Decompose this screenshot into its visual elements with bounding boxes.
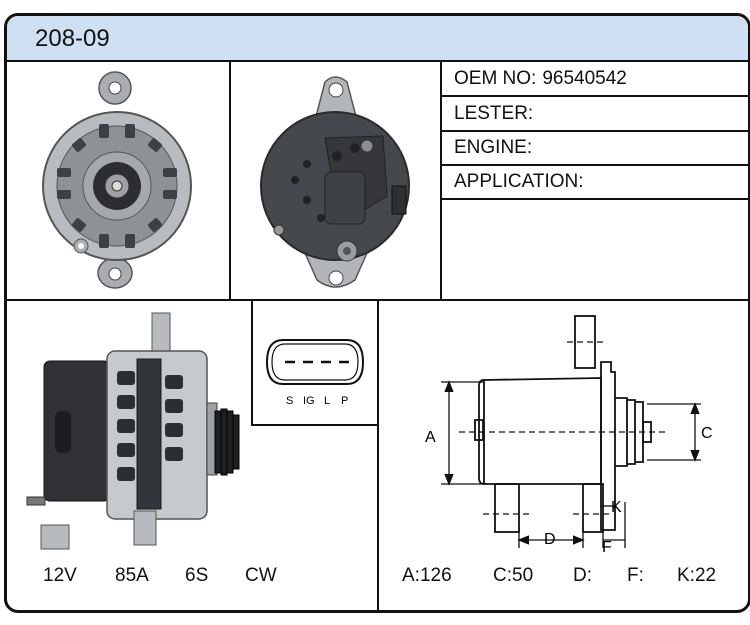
divider-connector-bottom	[251, 424, 379, 426]
oem-value: 96540542	[542, 68, 627, 89]
voltage-rating: 12V	[43, 565, 77, 586]
alternator-front-view	[42, 71, 192, 289]
alternator-rear-view	[260, 76, 410, 288]
alternator-side-view	[26, 312, 240, 550]
rotation-direction: CW	[245, 565, 277, 586]
divider-v-4	[377, 300, 379, 610]
dimension-k-value: K:22	[677, 565, 717, 586]
divider-spec-3	[440, 164, 748, 166]
pin-label-s: S	[286, 395, 293, 407]
divider-spec-1	[440, 95, 748, 97]
dimension-d-value: D:	[573, 565, 592, 586]
dimension-label-d: D	[544, 531, 556, 548]
pin-label-p: P	[341, 395, 348, 407]
engine-label: ENGINE:	[454, 137, 533, 158]
part-number-title: 208-09	[35, 25, 110, 52]
dimension-label-c: C	[701, 425, 713, 442]
dimension-c-value: C:50	[493, 565, 534, 586]
application-label: APPLICATION:	[454, 171, 584, 192]
dimension-label-f: F	[602, 539, 612, 556]
application-row: APPLICATION:	[454, 171, 584, 193]
pulley-grooves: 6S	[185, 565, 209, 586]
divider-v-2	[440, 60, 442, 300]
dimension-a-value: A:126	[402, 565, 452, 586]
header-bar: 208-09	[7, 16, 748, 62]
pin-label-ig: IG	[303, 395, 315, 407]
engine-row: ENGINE:	[454, 137, 532, 159]
amperage-rating: 85A	[115, 565, 149, 586]
dimension-drawing: A C D F K	[425, 315, 713, 556]
connector-plug-diagram: S IG L P	[265, 339, 365, 407]
dimension-f-value: F:	[627, 565, 644, 586]
pin-label-l: L	[324, 395, 330, 407]
oem-number-row: OEM NO:96540542	[454, 68, 627, 90]
dimension-label-k: K	[611, 499, 622, 516]
lester-row: LESTER:	[454, 103, 533, 125]
divider-v-3	[251, 300, 253, 426]
product-spec-sheet: 208-09 OEM NO:96540542 LESTER: ENGINE: A…	[4, 13, 750, 613]
lester-label: LESTER:	[454, 103, 534, 124]
dimension-label-a: A	[425, 429, 436, 446]
divider-spec-4	[440, 198, 748, 200]
divider-v-1	[229, 60, 231, 300]
divider-spec-2	[440, 130, 748, 132]
oem-label: OEM NO:	[454, 68, 537, 89]
